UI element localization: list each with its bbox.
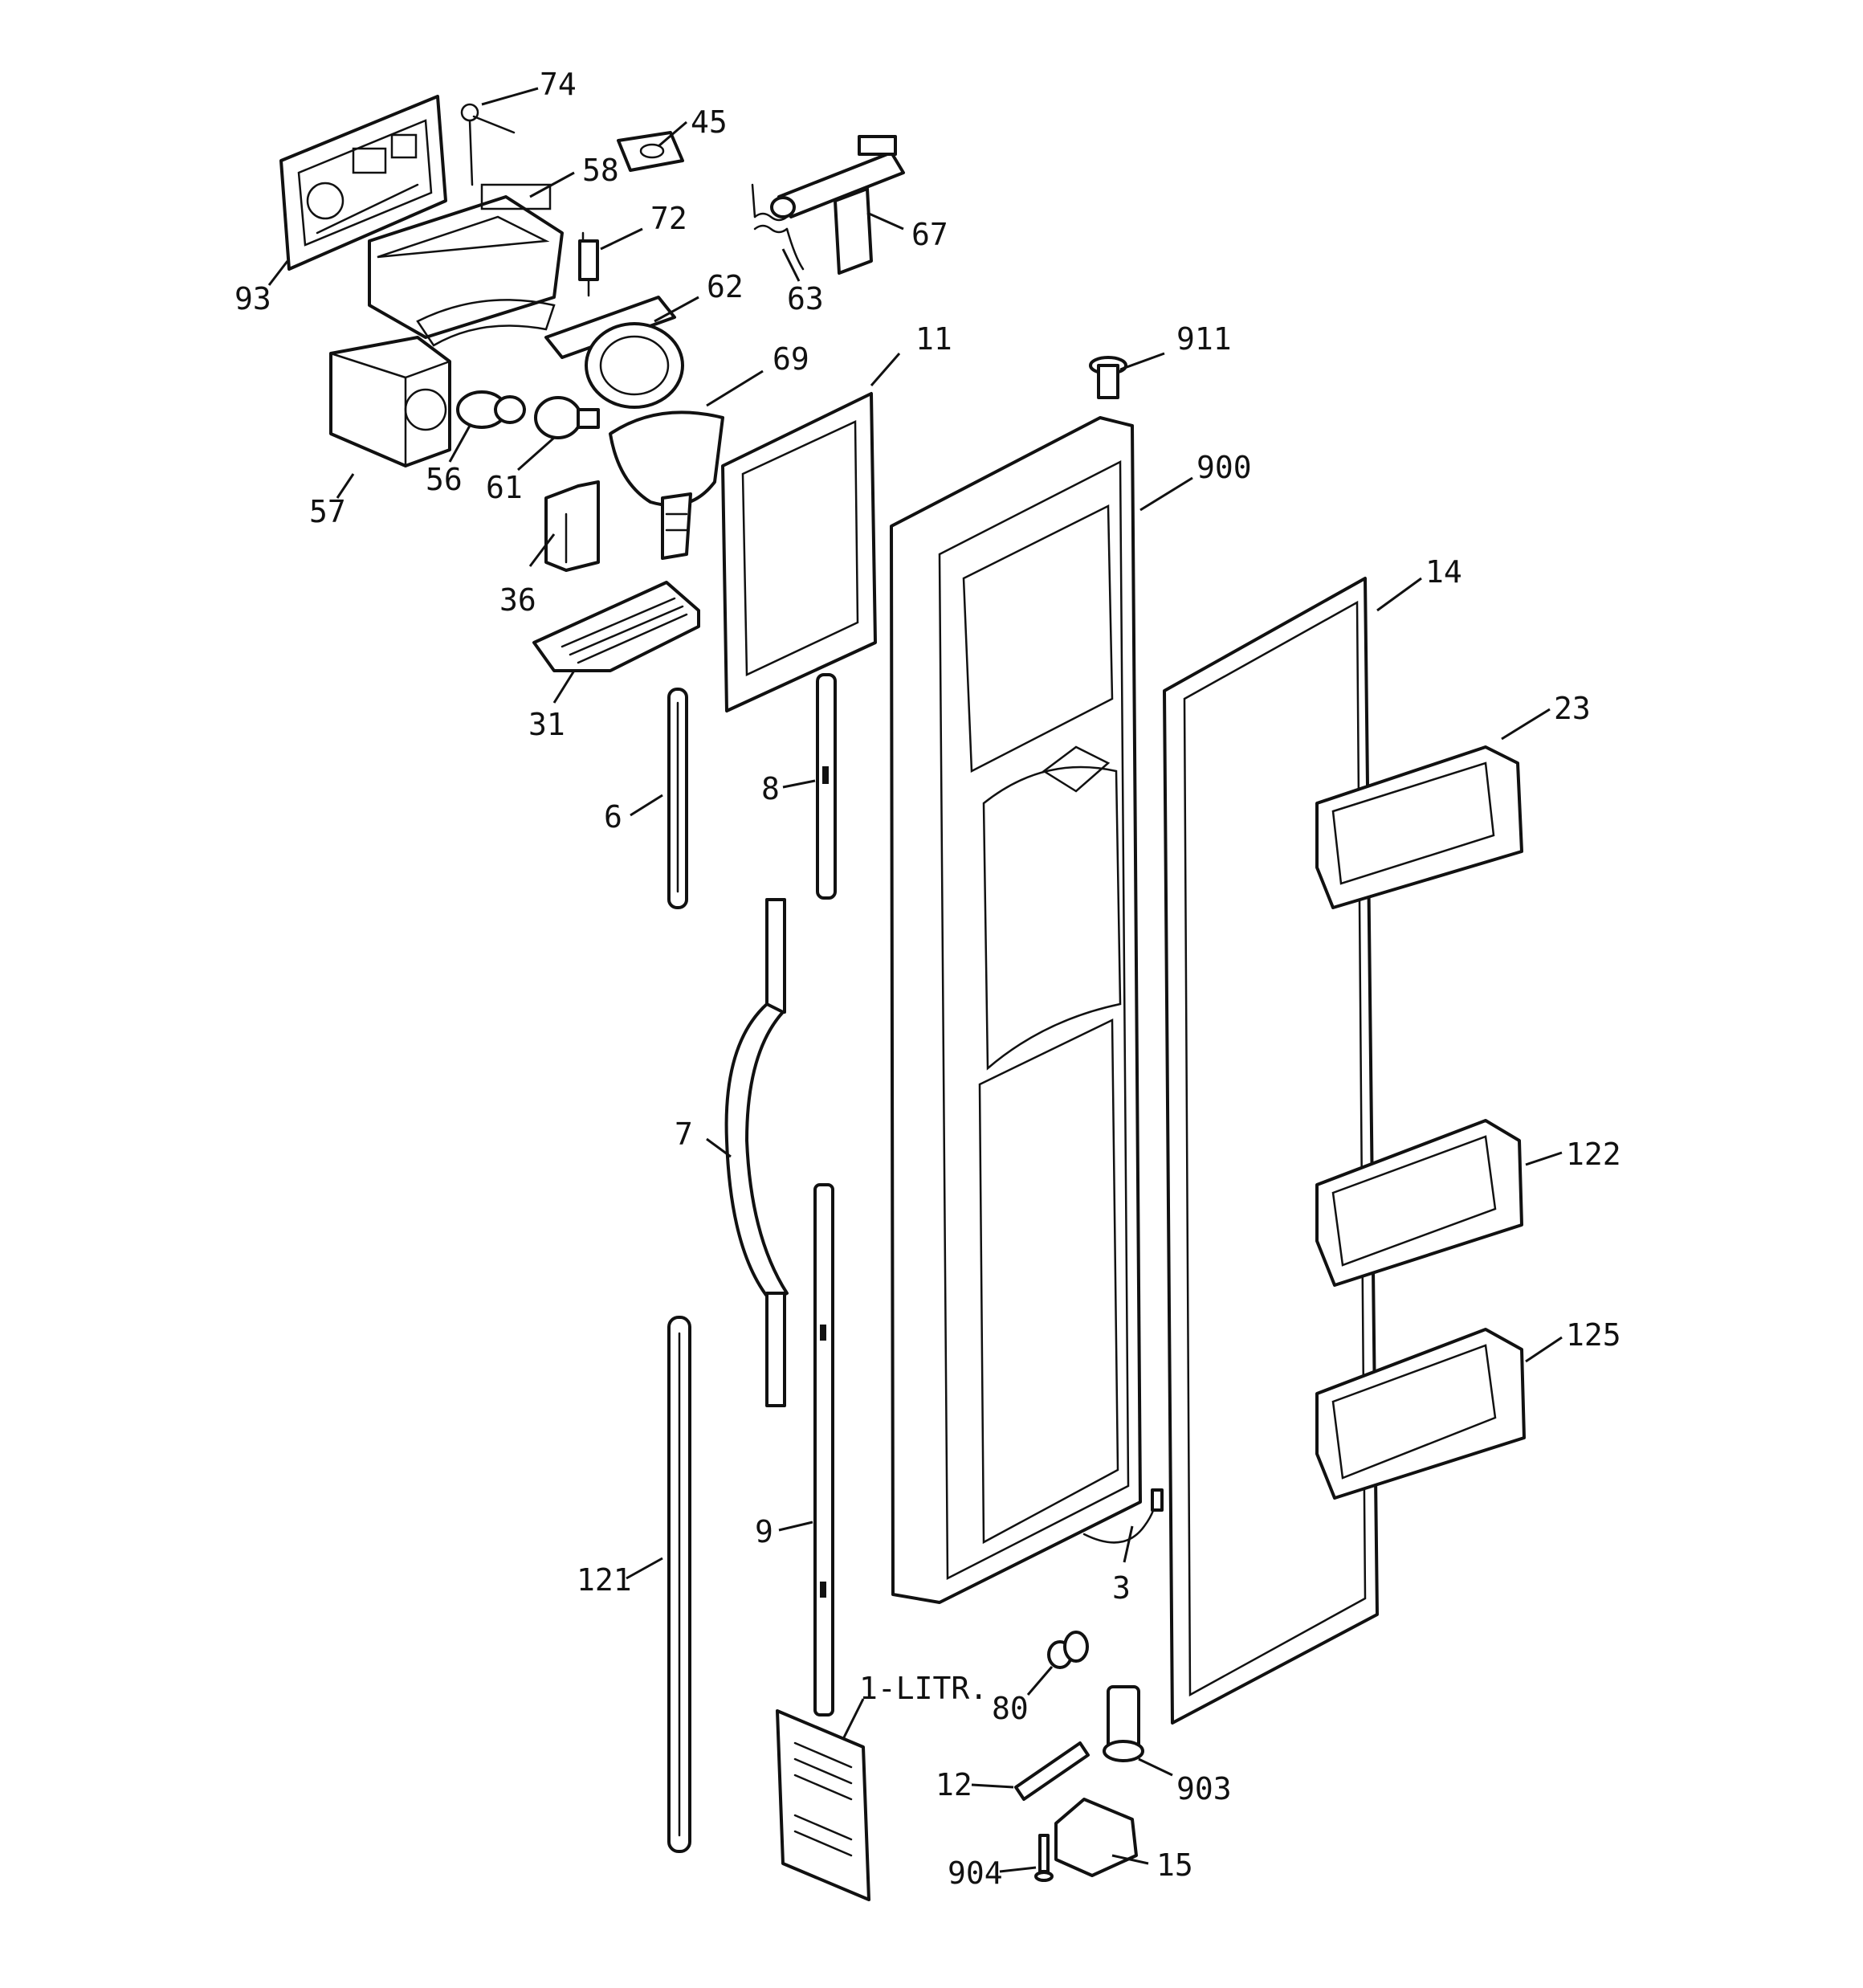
callout-3: 3 xyxy=(1112,1570,1131,1606)
part-62-ring xyxy=(544,296,684,409)
part-903-bushing xyxy=(1103,1685,1144,1762)
part-1-litr-panel xyxy=(776,1709,870,1901)
part-904-screw xyxy=(1034,1834,1054,1882)
callout-61: 61 xyxy=(486,470,523,505)
callout-15: 15 xyxy=(1156,1847,1193,1883)
callout-58: 58 xyxy=(582,153,619,188)
callout-69: 69 xyxy=(773,341,809,377)
callout-125: 125 xyxy=(1566,1317,1621,1353)
callout-74: 74 xyxy=(540,67,577,102)
part-36-bracket xyxy=(544,480,600,572)
part-12-bracket xyxy=(1014,1741,1090,1801)
callout-23: 23 xyxy=(1554,691,1591,726)
part-911-bushing xyxy=(1089,356,1127,399)
part-57-motor xyxy=(329,336,451,467)
part-80-valve xyxy=(1047,1631,1089,1669)
part-67-actuator xyxy=(770,135,905,275)
callout-900: 900 xyxy=(1196,450,1252,485)
callout-122: 122 xyxy=(1566,1137,1621,1172)
part-56-cap xyxy=(456,390,526,429)
callout-121: 121 xyxy=(577,1562,632,1598)
callout-45: 45 xyxy=(691,104,728,140)
callout-903: 903 xyxy=(1176,1771,1232,1806)
callout-67: 67 xyxy=(911,217,948,252)
part-3-harness xyxy=(1082,1488,1164,1544)
part-122-bin xyxy=(1315,1119,1523,1287)
callout-12: 12 xyxy=(936,1767,972,1802)
part-69-chute xyxy=(609,410,724,560)
part-6-trim xyxy=(667,688,688,909)
part-125-bin xyxy=(1315,1328,1526,1500)
callout-62: 62 xyxy=(707,269,744,304)
callout-63: 63 xyxy=(787,281,824,316)
callout-11: 11 xyxy=(915,321,952,357)
part-11-frame xyxy=(721,392,877,712)
callout-9: 9 xyxy=(755,1514,773,1549)
part-63-spring xyxy=(751,183,805,271)
part-121-trim xyxy=(667,1316,691,1853)
part-61-coupler xyxy=(534,396,600,439)
callout-6: 6 xyxy=(604,799,622,835)
callout-72: 72 xyxy=(650,201,687,236)
callout-57: 57 xyxy=(309,494,346,529)
callout-1-litr: 1-LITR. xyxy=(859,1671,988,1706)
callout-80: 80 xyxy=(992,1691,1029,1726)
part-15-hinge xyxy=(1054,1798,1138,1877)
part-74-spring xyxy=(460,103,516,186)
part-900-door xyxy=(890,416,1142,1604)
callout-14: 14 xyxy=(1425,554,1462,590)
part-14-gasket xyxy=(1163,577,1379,1725)
part-45-bracket xyxy=(617,131,684,172)
part-93-control-board xyxy=(279,95,447,271)
callout-labels: 74 45 58 72 67 93 63 62 69 11 911 57 56 … xyxy=(234,67,1621,1891)
leader-lines xyxy=(267,87,1563,1873)
part-8-strip xyxy=(816,673,837,900)
part-23-bin xyxy=(1315,745,1523,909)
callout-36: 36 xyxy=(499,582,536,618)
part-7-handle xyxy=(724,898,789,1407)
callout-7: 7 xyxy=(675,1116,693,1152)
callout-31: 31 xyxy=(528,707,565,742)
callout-93: 93 xyxy=(234,281,271,316)
part-9-strip xyxy=(813,1183,834,1717)
callout-904: 904 xyxy=(948,1855,1003,1891)
part-72-switch xyxy=(578,231,599,297)
part-31-grille xyxy=(532,581,700,672)
callout-56: 56 xyxy=(426,462,463,497)
callout-8: 8 xyxy=(761,771,780,806)
part-58-housing xyxy=(368,183,564,347)
callout-911: 911 xyxy=(1176,321,1232,357)
